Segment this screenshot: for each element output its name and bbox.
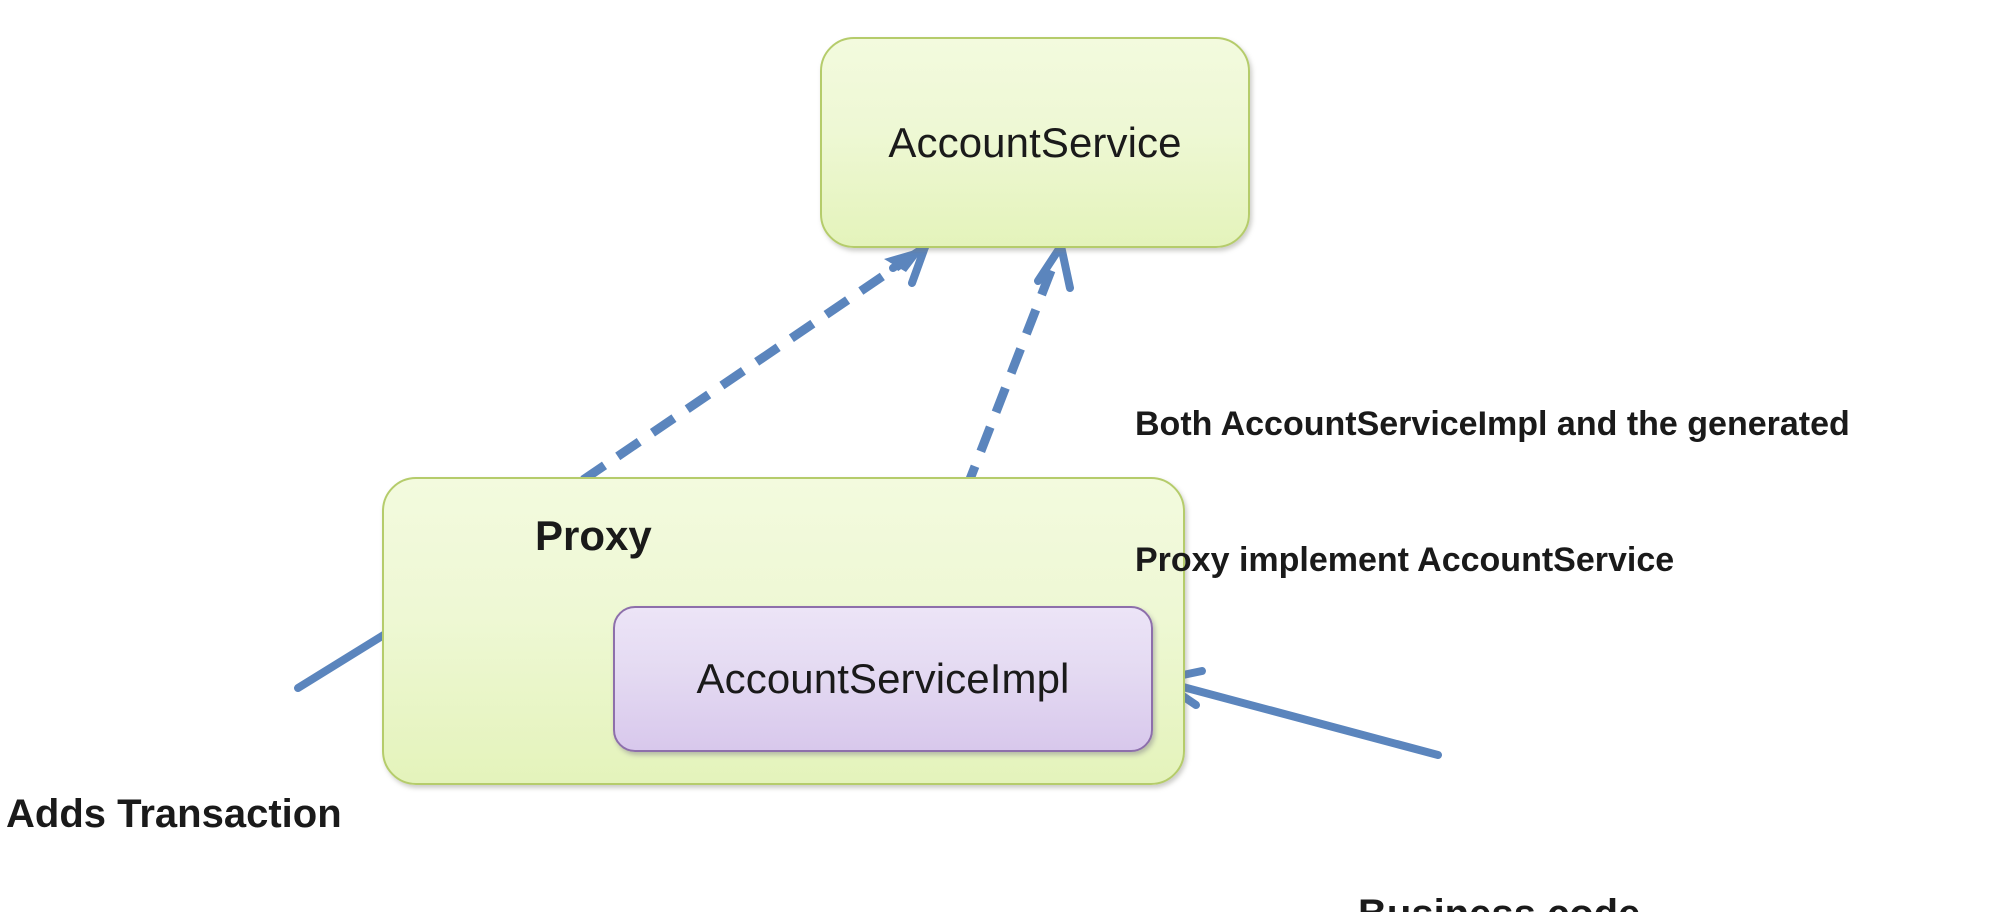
arrowhead-icon bbox=[884, 247, 925, 272]
connector-business-code-pointer bbox=[1155, 667, 1442, 759]
annotation-implements-note: Both AccountServiceImpl and the generate… bbox=[1135, 312, 1850, 674]
annotation-implements-line1: Both AccountServiceImpl and the generate… bbox=[1135, 405, 1850, 444]
annotation-business-code-line1: Business code bbox=[1358, 888, 1640, 912]
node-proxy-label: Proxy bbox=[535, 512, 652, 559]
connector-proxy-implements-accountservice bbox=[580, 243, 929, 484]
node-account-service-impl[interactable]: AccountServiceImpl bbox=[613, 606, 1153, 752]
node-account-service-impl-label: AccountServiceImpl bbox=[696, 655, 1070, 702]
annotation-business-code-note: Business code bbox=[1358, 782, 1640, 912]
annotation-adds-transaction-note: Adds Transaction behavior bbox=[6, 682, 342, 912]
annotation-adds-transaction-line1: Adds Transaction bbox=[6, 792, 342, 837]
annotation-implements-line2: Proxy implement AccountService bbox=[1135, 541, 1675, 580]
node-account-service[interactable]: AccountService bbox=[820, 37, 1250, 248]
node-account-service-label: AccountService bbox=[888, 118, 1182, 166]
